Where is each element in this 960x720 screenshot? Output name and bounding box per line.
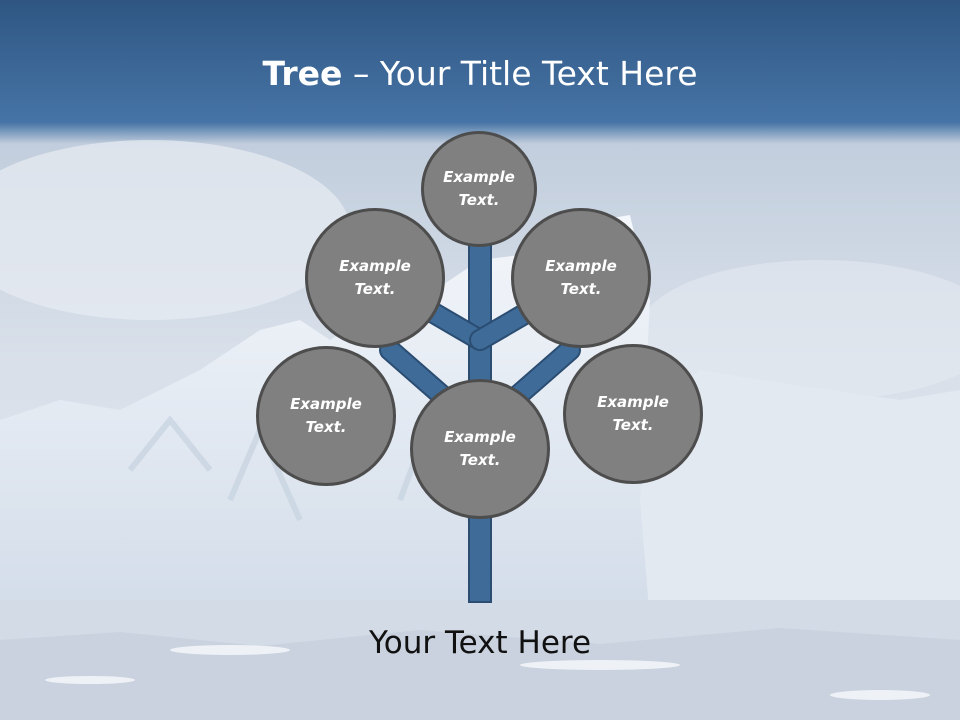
node-label-line2: Text.: [612, 416, 654, 434]
node-label-line2: Text.: [305, 418, 347, 436]
node-label-line1: Example: [339, 257, 411, 275]
node-label-line2: Text.: [458, 191, 500, 209]
node-label-line1: Example: [597, 393, 669, 411]
node-label-line1: Example: [444, 428, 516, 446]
title-bold: Tree: [262, 54, 343, 93]
slide-title: Tree – Your Title Text Here: [0, 52, 960, 96]
node-label-line2: Text.: [354, 280, 396, 298]
node-label-line1: Example: [443, 168, 515, 186]
title-rest: – Your Title Text Here: [342, 54, 698, 93]
node-label-line1: Example: [290, 395, 362, 413]
node-label-line1: Example: [545, 257, 617, 275]
node-label-line2: Text.: [560, 280, 602, 298]
bottom-text: Your Text Here: [368, 625, 592, 661]
node-label-line2: Text.: [459, 451, 501, 469]
